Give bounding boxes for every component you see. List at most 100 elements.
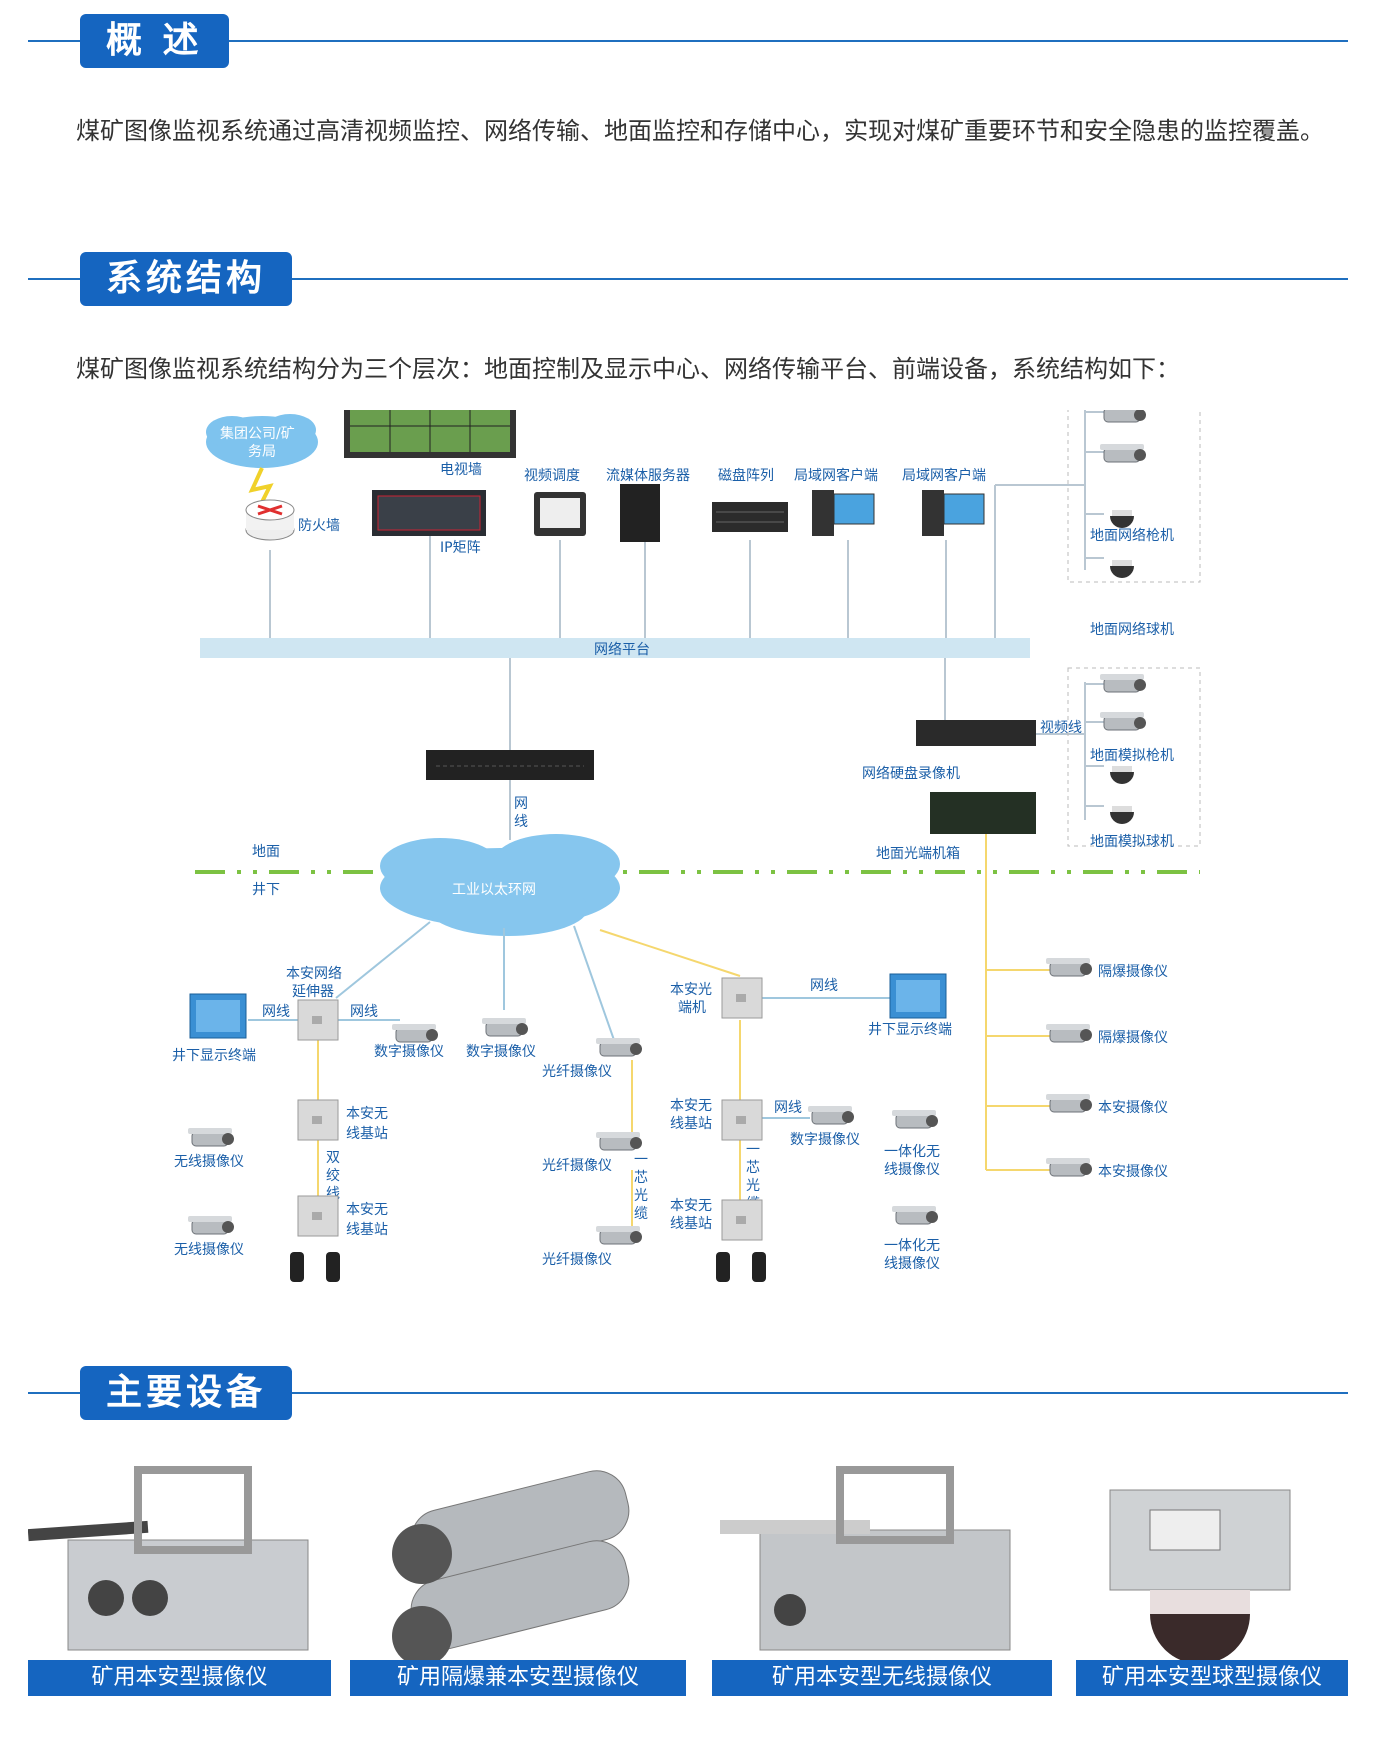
product-caption-4: 矿用本安型球型摄像仪 bbox=[1076, 1660, 1348, 1696]
camera-icon bbox=[1046, 1094, 1092, 1112]
firewall-icon bbox=[246, 500, 294, 540]
video-dispatch-label: 视频调度 bbox=[524, 468, 580, 484]
ip-matrix-icon bbox=[372, 490, 486, 536]
ground-net-dome-label: 地面网络球机 bbox=[1090, 622, 1174, 638]
fiber-camera-label: 光纤摄像仪 bbox=[542, 1064, 612, 1080]
explosion-camera-label: 隔爆摄像仪 bbox=[1098, 1030, 1168, 1046]
wireless-base-icon bbox=[298, 1100, 338, 1140]
wireless-base-icon bbox=[298, 1196, 338, 1236]
nvr-icon bbox=[916, 720, 1036, 746]
underground-links bbox=[248, 922, 890, 1118]
net-cable-label: 网线 bbox=[262, 1004, 290, 1020]
video-dispatch-icon bbox=[534, 492, 586, 536]
server-icon bbox=[620, 484, 660, 542]
wireless-camera-icon bbox=[188, 1216, 234, 1234]
lan-client-1-label: 局域网客户端 bbox=[794, 467, 878, 484]
optical-box-icon bbox=[930, 792, 1036, 834]
net-cable-label: 网线 bbox=[810, 978, 838, 994]
wireless-base-label-2: 线基站 bbox=[670, 1115, 712, 1132]
extender-label-1: 本安网络 bbox=[286, 966, 342, 982]
structure-text: 煤矿图像监视系统结构分为三个层次：地面控制及显示中心、网络传输平台、前端设备，系… bbox=[76, 355, 1180, 383]
product-photo-3 bbox=[720, 1460, 1040, 1680]
firewall-label: 防火墙 bbox=[298, 518, 340, 534]
camera-icon bbox=[1046, 1024, 1092, 1042]
nvr-label: 网络硬盘录像机 bbox=[862, 765, 960, 782]
camera-icon bbox=[1046, 958, 1092, 976]
wireless-base-label-1: 本安无 bbox=[670, 1198, 712, 1214]
system-structure-diagram: 网络平台 集团公司/矿 务局 防火墙 电视墙 bbox=[0, 410, 1399, 1330]
dome-camera-icon bbox=[1110, 766, 1134, 784]
product-photo-1 bbox=[28, 1460, 328, 1680]
fiber-camera-label: 光纤摄像仪 bbox=[542, 1252, 612, 1268]
overview-paragraph: 煤矿图像监视系统通过高清视频监控、网络传输、地面监控和存储中心，实现对煤矿重要环… bbox=[28, 108, 1348, 154]
computer-icon bbox=[922, 490, 984, 536]
ip-matrix-label: IP矩阵 bbox=[440, 540, 481, 556]
display-terminal-icon bbox=[190, 994, 246, 1038]
integrated-wireless-label-1: 一体化无 bbox=[884, 1144, 940, 1160]
net-cable-label: 网线 bbox=[774, 1100, 802, 1116]
switch-icon bbox=[426, 750, 594, 780]
optical-end-label-2: 端机 bbox=[678, 1000, 706, 1016]
twisted-pair-2: 绞 bbox=[326, 1167, 340, 1184]
ground-network-camera-group bbox=[1068, 410, 1200, 582]
wireless-camera-label: 无线摄像仪 bbox=[174, 1154, 244, 1170]
wireless-base-label-1: 本安无 bbox=[670, 1098, 712, 1114]
wireless-terminal-icon bbox=[716, 1252, 766, 1282]
ring-network-cloud: 工业以太环网 bbox=[380, 834, 620, 936]
camera-icon bbox=[392, 1024, 438, 1042]
digital-camera-label: 数字摄像仪 bbox=[790, 1132, 860, 1148]
section-header-equipment: 主要设备 bbox=[28, 1366, 1348, 1420]
wireless-camera-icon bbox=[188, 1128, 234, 1146]
underground-label: 井下 bbox=[252, 882, 280, 898]
ground-analog-dome-label: 地面模拟球机 bbox=[1090, 834, 1174, 850]
extender-icon bbox=[298, 1000, 338, 1040]
product-caption-3: 矿用本安型无线摄像仪 bbox=[712, 1660, 1052, 1696]
fiber-camera-label: 光纤摄像仪 bbox=[542, 1158, 612, 1174]
optical-end-label-1: 本安光 bbox=[670, 982, 712, 998]
camera-icon bbox=[1100, 444, 1146, 462]
product-caption-1: 矿用本安型摄像仪 bbox=[28, 1660, 331, 1696]
wireless-base-label-2: 线基站 bbox=[670, 1215, 712, 1232]
wireless-base-icon bbox=[722, 1200, 762, 1240]
single-fiber-3: 光 bbox=[746, 1178, 760, 1194]
section-title: 概 述 bbox=[80, 14, 229, 68]
camera-icon bbox=[1100, 410, 1146, 422]
dome-camera-icon bbox=[1110, 806, 1134, 824]
group-cloud: 集团公司/矿 务局 bbox=[206, 414, 318, 468]
streaming-server-label: 流媒体服务器 bbox=[606, 468, 690, 484]
network-platform-label: 网络平台 bbox=[594, 642, 650, 658]
ground-analog-gun-label: 地面模拟枪机 bbox=[1090, 747, 1174, 764]
display-terminal-icon bbox=[890, 974, 946, 1018]
camera-icon bbox=[808, 1106, 854, 1124]
camera-icon bbox=[482, 1018, 528, 1036]
section-title: 主要设备 bbox=[80, 1366, 292, 1420]
dome-camera-icon bbox=[1110, 560, 1134, 578]
camera-icon bbox=[596, 1226, 642, 1244]
integrated-wireless-camera-icon bbox=[892, 1206, 938, 1224]
single-fiber-2: 芯 bbox=[746, 1160, 760, 1176]
cloud-top-label-1: 集团公司/矿 bbox=[220, 425, 295, 442]
digital-camera-label: 数字摄像仪 bbox=[466, 1044, 536, 1060]
explosion-camera-label: 隔爆摄像仪 bbox=[1098, 964, 1168, 980]
computer-icon bbox=[812, 490, 874, 536]
single-fiber-left-2: 芯 bbox=[634, 1170, 648, 1186]
single-fiber-left-3: 光 bbox=[634, 1188, 648, 1204]
camera-icon bbox=[1046, 1158, 1092, 1176]
underground-display-label-left: 井下显示终端 bbox=[172, 1048, 256, 1064]
camera-icon bbox=[1100, 712, 1146, 730]
extender-label-2: 延伸器 bbox=[292, 984, 334, 1000]
product-photo-2 bbox=[370, 1460, 670, 1680]
net-cable-label: 网线 bbox=[350, 1004, 378, 1020]
underground-display-label-right: 井下显示终端 bbox=[868, 1022, 952, 1038]
integrated-wireless-label-2: 线摄像仪 bbox=[884, 1256, 940, 1272]
section-title: 系统结构 bbox=[80, 252, 292, 306]
twisted-pair-1: 双 bbox=[326, 1150, 340, 1166]
net-cable-v2: 线 bbox=[514, 814, 528, 830]
dome-camera-icon bbox=[1110, 510, 1134, 528]
wireless-base-label-1: 本安无 bbox=[346, 1106, 388, 1122]
digital-camera-label: 数字摄像仪 bbox=[374, 1044, 444, 1060]
section-header-structure: 系统结构 bbox=[28, 252, 1348, 306]
wireless-terminal-icon bbox=[290, 1252, 340, 1282]
tv-wall-icon bbox=[344, 410, 516, 458]
product-photo-4 bbox=[1100, 1460, 1300, 1680]
